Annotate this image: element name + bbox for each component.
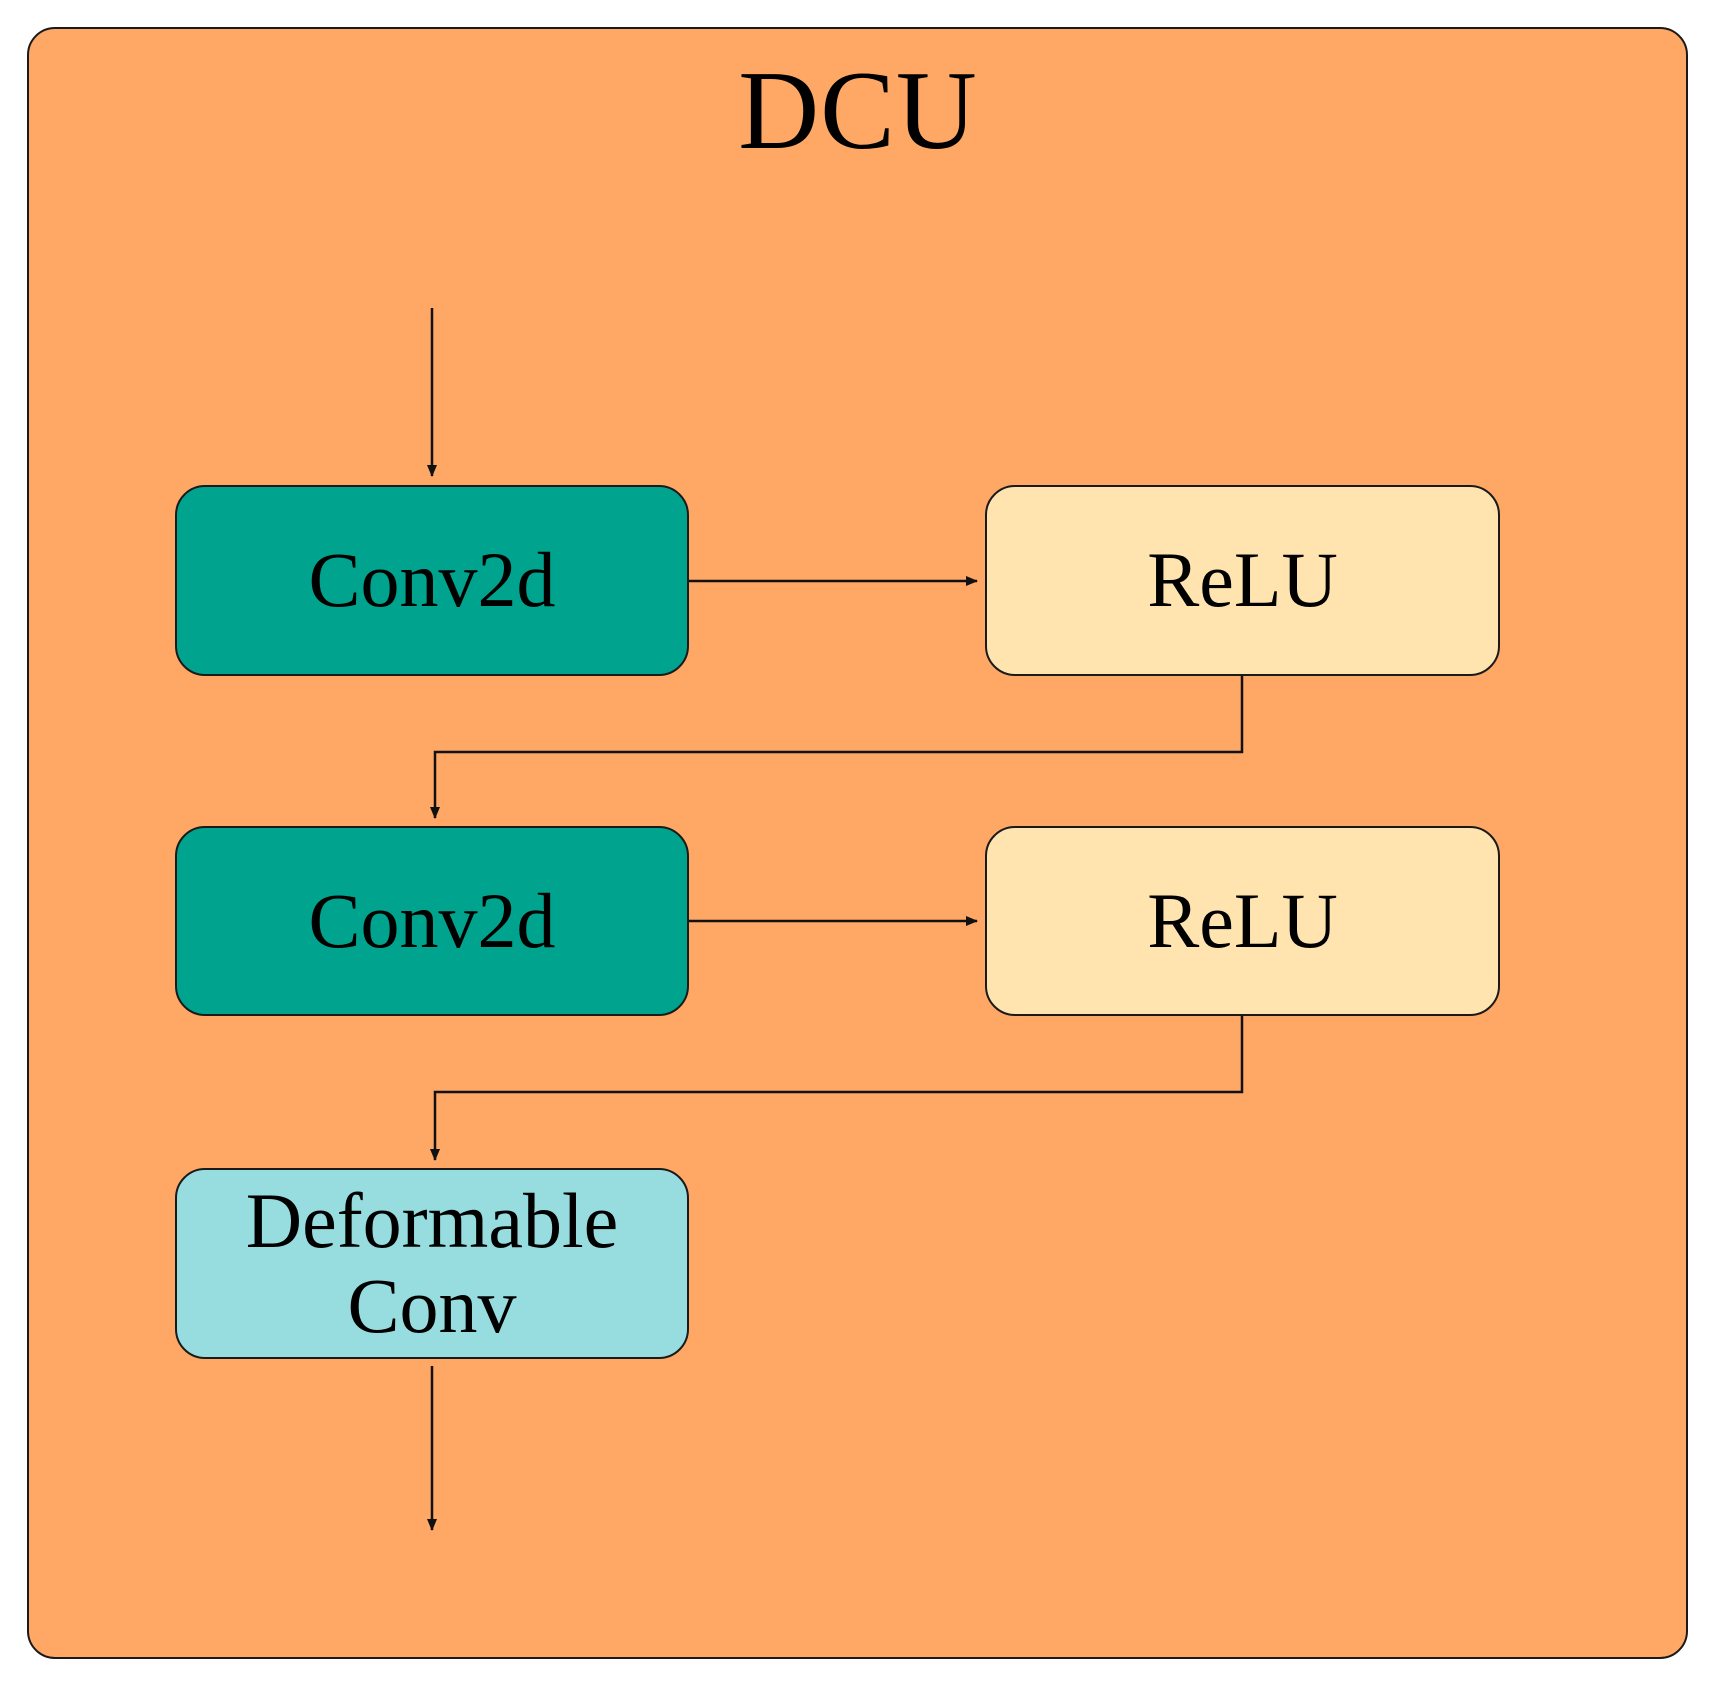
conv2d-block-1: Conv2d bbox=[175, 485, 689, 676]
diagram-title: DCU bbox=[738, 49, 978, 173]
deformable-conv-block: Deformable Conv bbox=[175, 1168, 689, 1359]
conv2d-block-2: Conv2d bbox=[175, 826, 689, 1016]
relu-block-2: ReLU bbox=[985, 826, 1500, 1016]
relu-block-1: ReLU bbox=[985, 485, 1500, 676]
